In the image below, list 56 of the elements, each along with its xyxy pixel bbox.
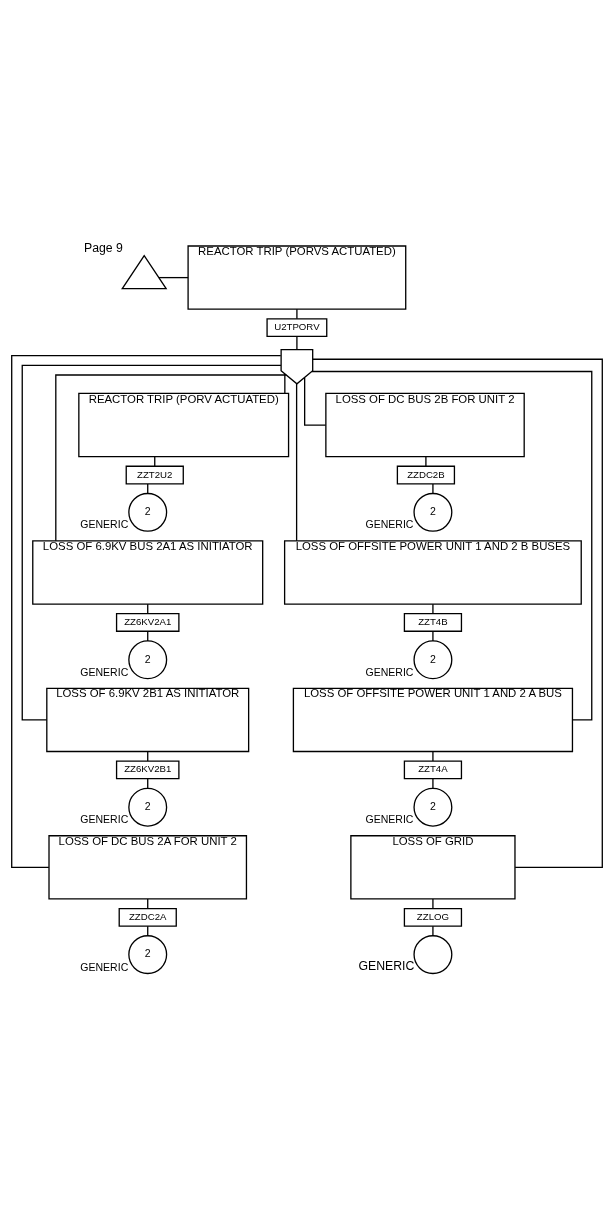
connector: [432, 778, 434, 789]
node-box: LOSS OF OFFSITE POWER UNIT 1 AND 2 B BUSES: [283, 540, 582, 605]
node-box: ZZT4A: [403, 760, 463, 780]
node-box: REACTOR TRIP (PORVS ACTUATED): [187, 245, 407, 310]
node-box: ZZ6KV2A1: [115, 613, 180, 632]
node-box: LOSS OF DC BUS 2B FOR UNIT 2: [325, 392, 525, 458]
connector: [425, 456, 427, 467]
node-circle: 2: [413, 787, 453, 827]
node-label: GENERIC: [80, 960, 129, 973]
connector: [55, 374, 287, 542]
connector: [284, 373, 286, 394]
node-triangle: [121, 254, 168, 290]
connector: [432, 630, 434, 642]
node-circle: [413, 935, 453, 975]
connector: [11, 355, 282, 868]
node-label: GENERIC: [80, 518, 129, 531]
node-box: ZZLOG: [403, 907, 463, 927]
node-circle: 2: [413, 492, 453, 532]
node-or-gate: [280, 349, 314, 385]
node-box: ZZT2U2: [125, 465, 184, 485]
connector: [21, 364, 282, 721]
connector: [304, 377, 327, 426]
connector: [295, 383, 298, 542]
connector: [432, 750, 434, 762]
node-label: GENERIC: [80, 813, 129, 826]
connector: [296, 308, 298, 320]
connector: [432, 898, 434, 910]
connector: [432, 603, 434, 615]
node-circle: 2: [128, 640, 168, 680]
connector: [312, 358, 603, 868]
node-label: GENERIC: [365, 813, 414, 826]
connector: [432, 483, 434, 495]
node-circle: 2: [128, 787, 168, 827]
connector: [311, 370, 593, 721]
node-box: LOSS OF 6.9KV 2B1 AS INITIATOR: [46, 687, 250, 753]
node-label: GENERIC: [365, 518, 414, 531]
connector: [296, 336, 298, 351]
node-label: GENERIC: [80, 665, 129, 678]
node-box: LOSS OF GRID: [350, 835, 516, 900]
node-box: REACTOR TRIP (PORV ACTUATED): [78, 392, 290, 458]
node-circle: 2: [128, 492, 168, 532]
node-circle: 2: [413, 640, 453, 680]
node-box: ZZDC2A: [118, 907, 177, 927]
node-box: U2TPORV: [266, 318, 328, 338]
node-box: LOSS OF OFFSITE POWER UNIT 1 AND 2 A BUS: [292, 687, 574, 753]
node-box: ZZDC2B: [396, 465, 456, 485]
node-box: LOSS OF DC BUS 2A FOR UNIT 2: [48, 835, 248, 900]
node-label: GENERIC: [358, 959, 415, 974]
node-box: ZZT4B: [403, 613, 463, 632]
node-box: ZZ6KV2B1: [115, 760, 180, 780]
node-circle: 2: [128, 935, 168, 975]
node-label: GENERIC: [365, 665, 414, 678]
node-label: Page 9: [83, 241, 123, 256]
connector: [158, 276, 189, 279]
node-box: LOSS OF 6.9KV BUS 2A1 AS INITIATOR: [32, 540, 264, 605]
connector: [432, 925, 434, 937]
